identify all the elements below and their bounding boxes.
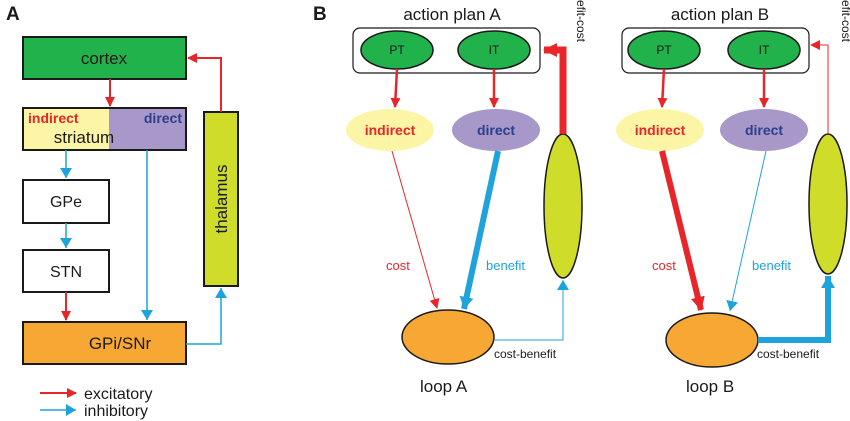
- striatum-label: striatum: [54, 128, 114, 147]
- plan-a-cost-benefit-label: cost-benefit: [494, 347, 557, 361]
- plan-b-cost-arrow: [659, 150, 705, 311]
- cortex-label: cortex: [81, 49, 128, 68]
- panel-a-label: A: [6, 4, 20, 25]
- gpi-to-thalamus-inhibition: [186, 288, 227, 345]
- plan-a-indirect-node: [346, 109, 434, 151]
- stn-label: STN: [50, 264, 82, 281]
- plan-a-cost-arrow: [391, 150, 440, 309]
- plan-a-loop-label: loop A: [420, 377, 468, 396]
- plan-a-direct-node: [452, 109, 540, 151]
- plan-a-title: action plan A: [403, 5, 501, 24]
- plan-a-pt-label: PT: [389, 43, 405, 57]
- plan-b-direct-node: [720, 109, 808, 151]
- plan-b-thalamus-node: [808, 133, 848, 275]
- striatum-direct-label: direct: [144, 110, 182, 126]
- plan-a-benefit-label: benefit: [486, 258, 525, 273]
- plan-b-pt-label: PT: [656, 43, 672, 57]
- striatum-box: [22, 107, 187, 151]
- plan-b-benefit-inhibition: [726, 150, 767, 312]
- striatum-indirect-label: indirect: [28, 110, 79, 126]
- plan-b-loop-node: [665, 312, 759, 368]
- plan-b-loop-label: loop B: [686, 377, 734, 396]
- gpi-snr-box: [22, 321, 187, 365]
- plan-b-it-label: IT: [759, 43, 770, 57]
- striatum-direct-region: [109, 108, 186, 150]
- plan-a-pt-to-indirect-arrow: [390, 68, 401, 108]
- legend-excitatory-label: excitatory: [84, 386, 152, 403]
- plan-a-benefit-cost-label: benefit-cost: [574, 0, 588, 43]
- panel-b-label: B: [313, 4, 327, 25]
- plan-b-title: action plan B: [671, 5, 769, 24]
- plan-a-direct-label: direct: [477, 122, 515, 138]
- thalamus-box: [203, 111, 239, 287]
- plan-a-cost-benefit-inhibition: [494, 280, 569, 341]
- thalamus-to-cortex-arrow: [187, 53, 222, 112]
- plan-b-indirect-node: [616, 109, 704, 151]
- plan-a-indirect-label: indirect: [365, 122, 416, 138]
- legend-inhibitory-label: inhibitory: [84, 403, 148, 420]
- striatum-indirect-region: [23, 108, 109, 150]
- plan-b-benefit-label: benefit: [752, 258, 791, 273]
- plan-a-it-label: IT: [489, 43, 500, 57]
- plan-b-cost-benefit-label: cost-benefit: [757, 347, 820, 361]
- plan-a-loop-node: [401, 309, 495, 365]
- plan-a-thalamus-node: [543, 133, 583, 279]
- thalamus-label: thalamus: [212, 165, 231, 234]
- plan-a-cost-label: cost: [386, 258, 410, 273]
- gpe-box: [22, 179, 110, 224]
- gpe-label: GPe: [50, 194, 82, 211]
- plan-b-pt-to-indirect-arrow: [657, 68, 668, 108]
- plan-b-benefit-cost-label: benefit-cost: [839, 0, 850, 43]
- gpi-snr-label: GPi/SNr: [89, 334, 152, 353]
- plan-b-cost-benefit-inhibition: [758, 276, 835, 343]
- plan-b-indirect-label: indirect: [635, 122, 686, 138]
- cortex-box: [22, 36, 187, 80]
- plan-b-direct-label: direct: [745, 122, 783, 138]
- plan-b-benefit-cost-arrow: [810, 40, 829, 134]
- plan-a-benefit-cost-arrow: [543, 43, 567, 134]
- plan-b-cost-label: cost: [652, 258, 676, 273]
- plan-a-benefit-inhibition: [459, 150, 501, 310]
